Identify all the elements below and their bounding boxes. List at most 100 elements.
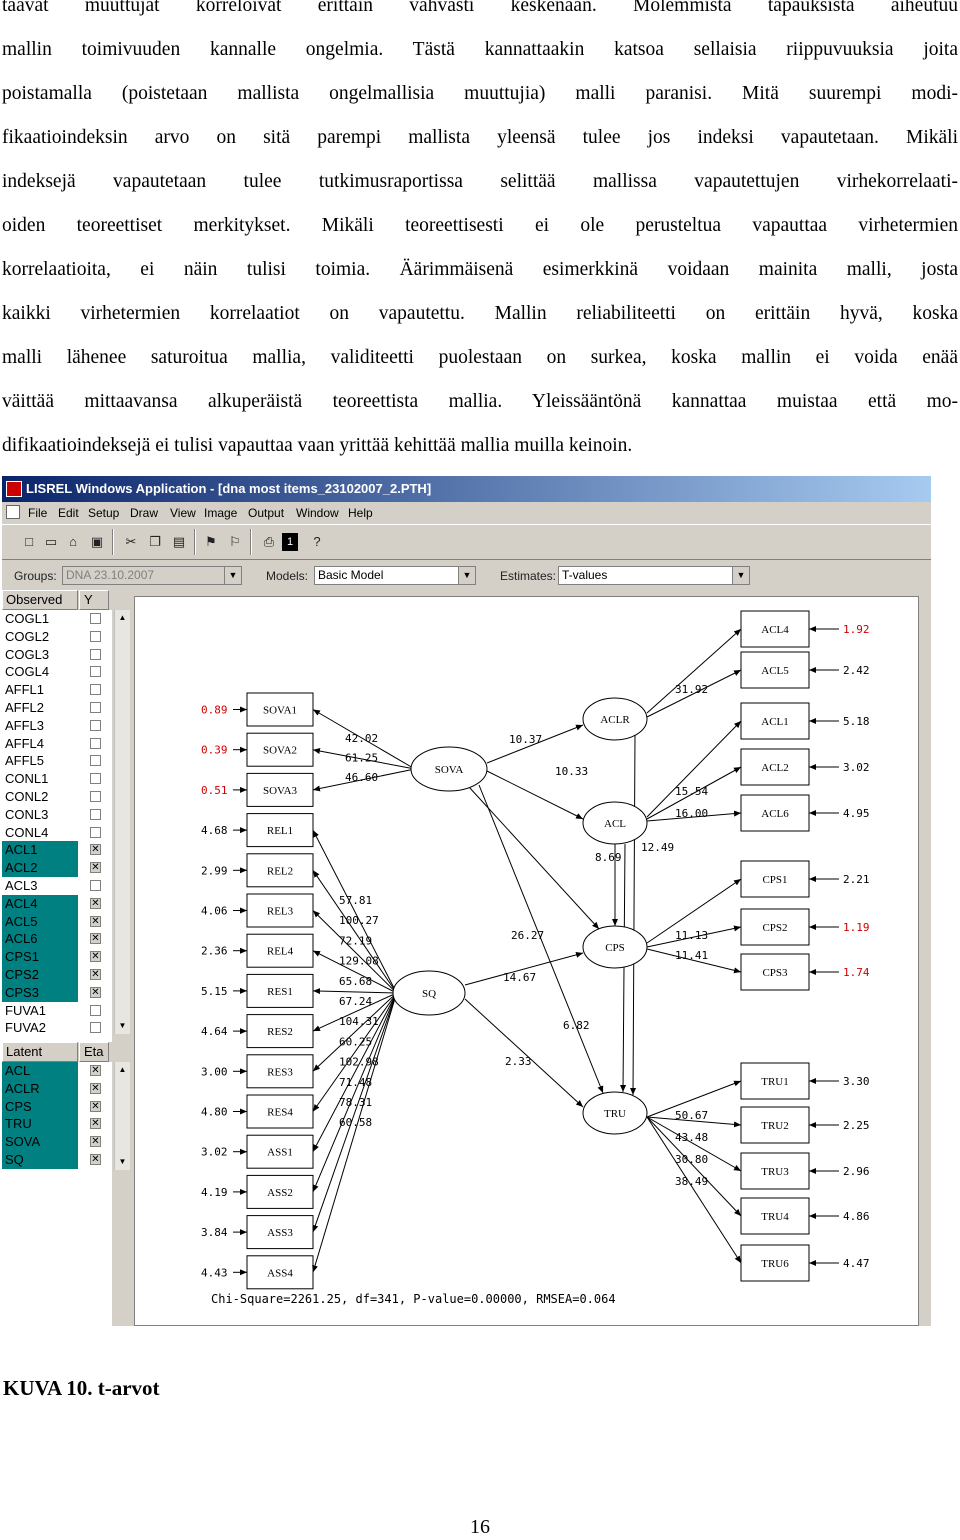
observed-variable-checkbox[interactable]: ✕	[90, 897, 101, 909]
latent-variable-row[interactable]: SQ ✕	[2, 1150, 112, 1169]
observed-variable-row[interactable]: COGL2	[2, 628, 112, 646]
observed-variable-row[interactable]: CPS3 ✕	[2, 983, 112, 1002]
observed-variable-checkbox[interactable]: ✕	[90, 862, 101, 874]
run-prelis-icon[interactable]: ⚐	[229, 534, 241, 549]
observed-variable-name[interactable]: ACL3	[5, 877, 38, 893]
scroll-up-icon[interactable]: ▲	[118, 1065, 127, 1074]
observed-header-y[interactable]: Y	[79, 590, 109, 610]
menu-setup[interactable]: Setup	[88, 506, 120, 520]
open-folder-icon[interactable]: ▭	[44, 534, 58, 549]
latent-variable-name[interactable]: SOVA	[2, 1133, 78, 1151]
observed-variable-checkbox[interactable]	[90, 790, 101, 802]
observed-variable-name[interactable]: CONL2	[5, 788, 49, 804]
latent-variable-row[interactable]: TRU✕	[2, 1115, 112, 1134]
observed-variable-name[interactable]: ACL4	[2, 894, 78, 913]
info-icon[interactable]: 1	[282, 533, 298, 551]
observed-variable-checkbox[interactable]	[90, 773, 101, 785]
observed-variable-checkbox[interactable]: ✕	[90, 933, 101, 945]
observed-variable-checkbox[interactable]	[90, 630, 101, 642]
menu-output[interactable]: Output	[248, 506, 285, 520]
latent-header-eta[interactable]: Eta	[79, 1042, 109, 1062]
scroll-down-icon[interactable]: ▼	[118, 1021, 127, 1030]
help-icon[interactable]: ?	[313, 534, 321, 549]
observed-variable-name[interactable]: AFFL3	[5, 717, 45, 733]
latent-variable-checkbox[interactable]: ✕	[90, 1153, 101, 1165]
latent-variable-row[interactable]: CPS ✕	[2, 1097, 112, 1116]
observed-variable-name[interactable]: FUVA2	[5, 1020, 46, 1036]
observed-variable-name[interactable]: ACL6	[2, 930, 78, 949]
observed-variable-name[interactable]: CONL3	[5, 806, 49, 822]
observed-variable-checkbox[interactable]	[90, 808, 101, 820]
observed-variable-name[interactable]: COGL3	[5, 646, 50, 662]
observed-variable-checkbox[interactable]	[90, 737, 101, 749]
print-icon[interactable]: ⎙	[263, 534, 275, 549]
observed-variable-name[interactable]: AFFL5	[5, 753, 45, 769]
menu-image[interactable]: Image	[204, 506, 238, 520]
observed-variable-row[interactable]: ACL1 ✕	[2, 841, 112, 860]
observed-variable-row[interactable]: ACL6 ✕	[2, 930, 112, 949]
observed-variable-row[interactable]: CONL4	[2, 824, 112, 842]
latent-variable-checkbox[interactable]: ✕	[90, 1100, 101, 1112]
latent-variable-row[interactable]: SOVA ✕	[2, 1133, 112, 1151]
observed-variable-checkbox[interactable]: ✕	[90, 986, 101, 998]
latent-variable-checkbox[interactable]: ✕	[90, 1082, 101, 1094]
observed-variable-row[interactable]: COGL4	[2, 663, 112, 681]
observed-variable-checkbox[interactable]: ✕	[90, 915, 101, 927]
menu-edit[interactable]: Edit	[58, 506, 79, 520]
paste-icon[interactable]: ▤	[172, 534, 186, 549]
observed-variable-row[interactable]: FUVA1	[2, 1002, 112, 1020]
observed-variable-name[interactable]: CPS1	[2, 948, 78, 966]
observed-variable-row[interactable]: ACL5 ✕	[2, 912, 112, 931]
observed-variable-row[interactable]: CPS1 ✕	[2, 948, 112, 966]
observed-variable-name[interactable]: CPS3	[2, 983, 78, 1002]
copy-icon[interactable]: ❐	[149, 534, 161, 549]
observed-variable-checkbox[interactable]: ✕	[90, 951, 101, 963]
run-icon[interactable]: ⚑	[205, 534, 217, 549]
observed-variable-name[interactable]: COGL4	[5, 664, 50, 680]
scroll-down-icon[interactable]: ▼	[118, 1157, 127, 1166]
observed-variable-checkbox[interactable]	[90, 755, 101, 767]
observed-variable-name[interactable]: ACL2	[2, 859, 78, 877]
observed-variable-name[interactable]: ACL1	[2, 841, 78, 860]
observed-variable-checkbox[interactable]: ✕	[90, 844, 101, 856]
latent-scrollbar[interactable]: ▲ ▼	[114, 1062, 130, 1170]
cut-icon[interactable]: ✂	[125, 534, 137, 549]
observed-variable-row[interactable]: CPS2✕	[2, 965, 112, 984]
menu-help[interactable]: Help	[348, 506, 373, 520]
observed-variable-name[interactable]: CONL4	[5, 824, 49, 840]
latent-variable-name[interactable]: ACLR	[2, 1079, 78, 1098]
observed-variable-row[interactable]: COGL1	[2, 610, 112, 628]
observed-variable-name[interactable]: AFFL1	[5, 682, 45, 698]
observed-variable-name[interactable]: AFFL4	[5, 735, 45, 751]
latent-variable-row[interactable]: ACLR ✕	[2, 1079, 112, 1098]
observed-variable-checkbox[interactable]	[90, 701, 101, 713]
observed-variable-row[interactable]: CONL2	[2, 788, 112, 806]
observed-variable-name[interactable]: ACL5	[2, 912, 78, 931]
observed-variable-name[interactable]: COGL1	[5, 611, 50, 626]
observed-variable-name[interactable]: AFFL2	[5, 699, 45, 715]
observed-variable-checkbox[interactable]	[90, 1022, 101, 1034]
menu-draw[interactable]: Draw	[130, 506, 159, 520]
menu-view[interactable]: View	[170, 506, 196, 520]
new-file-icon[interactable]: □	[25, 534, 33, 549]
latent-header-label[interactable]: Latent	[2, 1042, 78, 1062]
observed-header-label[interactable]: Observed	[2, 590, 78, 610]
observed-variable-name[interactable]: COGL2	[5, 628, 50, 644]
observed-variable-name[interactable]: CPS2	[2, 965, 78, 984]
observed-variable-checkbox[interactable]	[90, 879, 101, 891]
observed-variable-row[interactable]: CONL3	[2, 806, 112, 824]
observed-variable-checkbox[interactable]	[90, 684, 101, 696]
latent-variable-name[interactable]: TRU	[2, 1115, 78, 1134]
observed-variable-name[interactable]: FUVA1	[5, 1002, 46, 1018]
latent-variable-name[interactable]: SQ	[2, 1150, 78, 1169]
observed-variable-checkbox[interactable]	[90, 648, 101, 660]
observed-variable-row[interactable]: AFFL3	[2, 717, 112, 735]
latent-variable-checkbox[interactable]: ✕	[90, 1136, 101, 1148]
observed-variable-row[interactable]: FUVA2	[2, 1019, 112, 1037]
title-bar[interactable]: LISREL Windows Application - [dna most i…	[2, 476, 931, 502]
groups-select[interactable]: DNA 23.10.2007▼	[62, 566, 242, 585]
latent-variable-name[interactable]: CPS	[2, 1097, 78, 1116]
save-icon[interactable]: ▣	[90, 534, 104, 549]
document-icon[interactable]	[6, 505, 20, 519]
